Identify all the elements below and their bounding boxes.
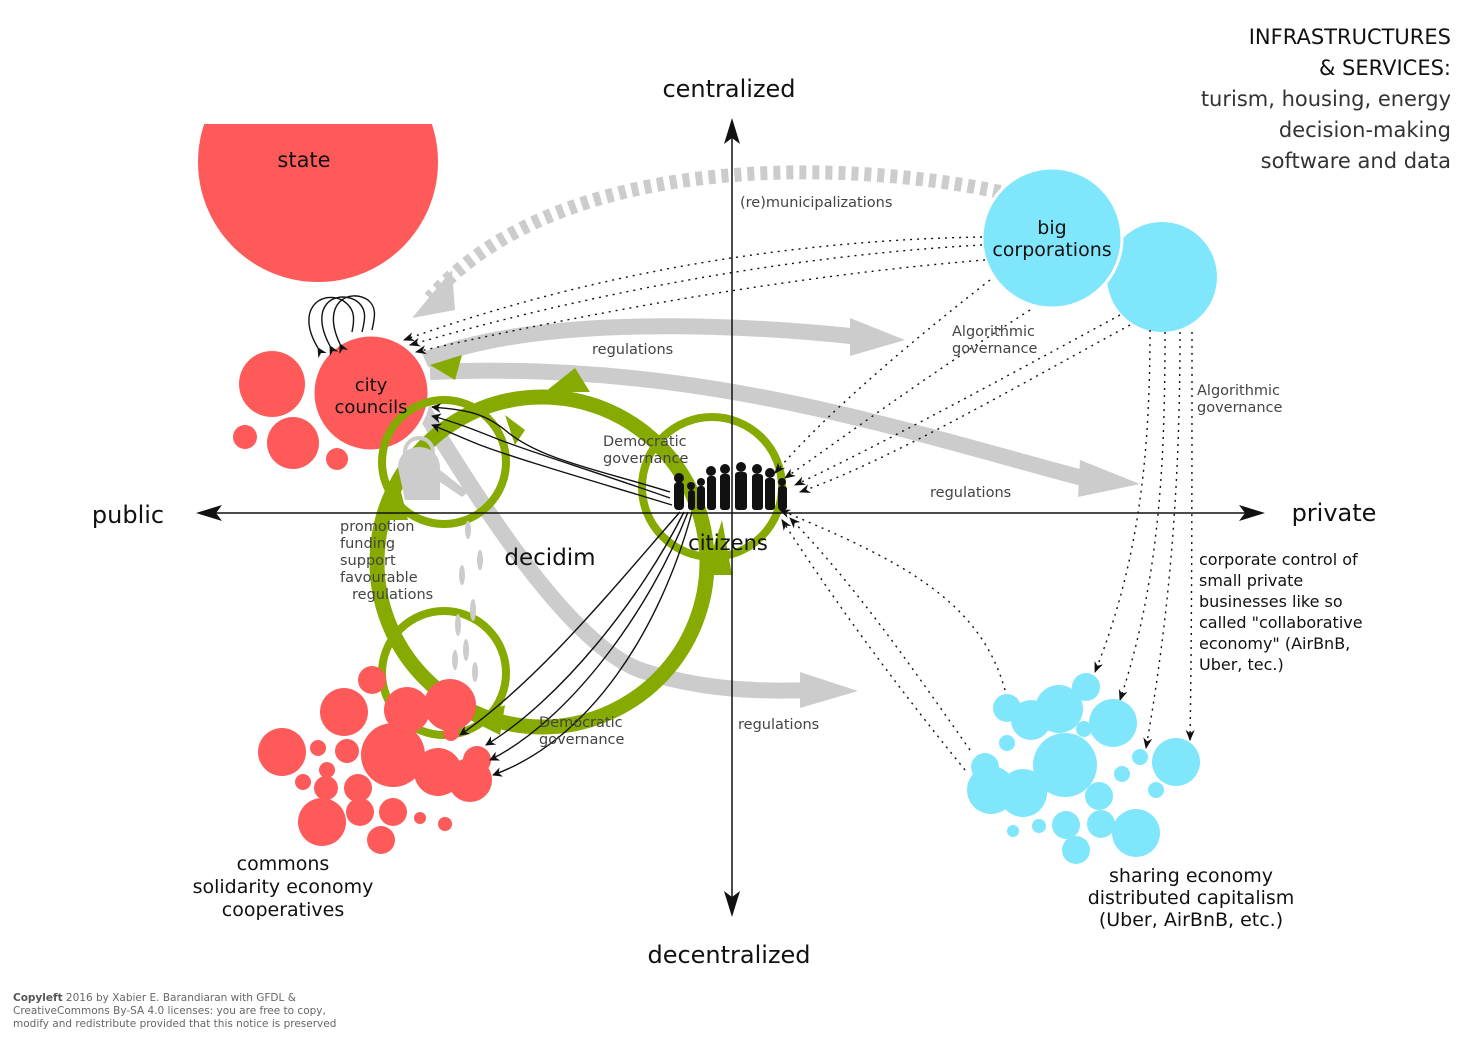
promotion-label-3: support — [340, 553, 396, 569]
democratic-governance-label-1a: Democratic — [603, 434, 687, 450]
copyleft-notice: Copyleft 2016 by Xabier E. Barandiaran w… — [13, 992, 336, 1031]
big-corporations-label-2: corporations — [992, 239, 1111, 261]
regulations-label-right: regulations — [930, 485, 1011, 501]
sharing-economy-label-2: distributed capitalism — [1088, 887, 1295, 909]
commons-cluster — [258, 666, 492, 854]
corporate-note-line-6: Uber, tec.) — [1199, 655, 1284, 674]
citizens-silhouettes-icon — [674, 462, 787, 510]
axis-label-public: public — [92, 501, 164, 529]
democratic-governance-lines — [431, 403, 693, 777]
algorithmic-governance-label-2a: Algorithmic — [1197, 383, 1280, 399]
regulations-label-top: regulations — [592, 342, 673, 358]
axis-label-centralized: centralized — [662, 75, 795, 103]
copyleft-line-1: 2016 by Xabier E. Barandiaran with GFDL … — [62, 992, 296, 1004]
corporate-note-line-1: corporate control of — [1199, 550, 1358, 569]
corner-subtitle-line-2: decision-making — [1279, 118, 1451, 142]
state-label: state — [277, 148, 330, 172]
corner-subtitle-line-3: software and data — [1261, 149, 1451, 173]
corner-title-line-2: & SERVICES: — [1319, 56, 1451, 80]
axis-label-private: private — [1292, 499, 1377, 527]
regulation-arrowhead-top — [850, 318, 905, 356]
state-node — [198, 124, 438, 282]
corporate-note-line-3: businesses like so — [1199, 592, 1343, 611]
democratic-governance-label-2b: governance — [539, 732, 625, 748]
commons-label-1: commons — [237, 853, 330, 875]
regulation-arrow-bottom — [393, 367, 811, 699]
algorithmic-governance-label-1a: Algorithmic — [952, 324, 1035, 340]
sharing-economy-cluster — [967, 673, 1200, 864]
regulations-label-bottom: regulations — [738, 717, 819, 733]
decidim-cycle-arrowheads — [378, 355, 732, 735]
self-loop-arrows — [308, 295, 376, 359]
copyleft-line-2: CreativeCommons By-SA 4.0 licenses: you … — [13, 1005, 326, 1017]
big-corporations-cluster — [980, 166, 1217, 332]
copyleft-bold: Copyleft — [13, 992, 63, 1004]
corporate-note-line-5: economy" (AirBnB, — [1199, 634, 1350, 653]
algorithmic-governance-label-2b: governance — [1197, 400, 1283, 416]
axes — [205, 125, 1258, 910]
axis-label-decentralized: decentralized — [647, 941, 810, 969]
remunicipalizations-label: (re)municipalizations — [740, 195, 892, 211]
sharing-economy-label-1: sharing economy — [1109, 865, 1273, 887]
watering-can-icon — [398, 436, 468, 500]
promotion-label-2: funding — [340, 536, 395, 552]
city-councils-label-2: councils — [334, 397, 407, 418]
regulation-arrow-right — [429, 362, 1093, 488]
remunicipalization-arc — [424, 165, 1002, 303]
promotion-label-5: regulations — [352, 587, 433, 603]
commons-label-3: cooperatives — [222, 899, 344, 921]
city-councils-label-1: city — [355, 375, 388, 396]
decidim-label: decidim — [504, 545, 595, 571]
axis-arrowheads — [196, 118, 1265, 917]
promotion-label-1: promotion — [340, 519, 415, 535]
corporate-note-line-2: small private — [1199, 571, 1303, 590]
democratic-governance-label-1b: governance — [603, 451, 689, 467]
sharing-economy-label-3: (Uber, AirBnB, etc.) — [1099, 909, 1283, 931]
corporate-note-line-4: called "collaborative — [1199, 613, 1363, 632]
citizens-label: citizens — [688, 531, 768, 555]
democratic-governance-label-2a: Democratic — [539, 715, 623, 731]
water-drops — [452, 521, 483, 682]
regulation-arrowhead-bottom — [800, 672, 858, 708]
corner-subtitle-line-1: turism, housing, energy — [1201, 87, 1451, 111]
copyleft-line-3: modify and redistribute provided that th… — [13, 1018, 337, 1030]
remunicipalization-arrowhead — [412, 270, 455, 318]
algorithmic-governance-lines — [402, 236, 1195, 771]
regulation-arrowhead-right — [1078, 460, 1140, 497]
corner-title-line-1: INFRASTRUCTURES — [1249, 25, 1451, 49]
regulation-arrow-top — [421, 318, 861, 368]
big-corporations-label-1: big — [1037, 217, 1066, 239]
commons-label-2: solidarity economy — [193, 876, 374, 898]
promotion-label-4: favourable — [340, 570, 418, 586]
algorithmic-governance-label-1b: governance — [952, 341, 1038, 357]
